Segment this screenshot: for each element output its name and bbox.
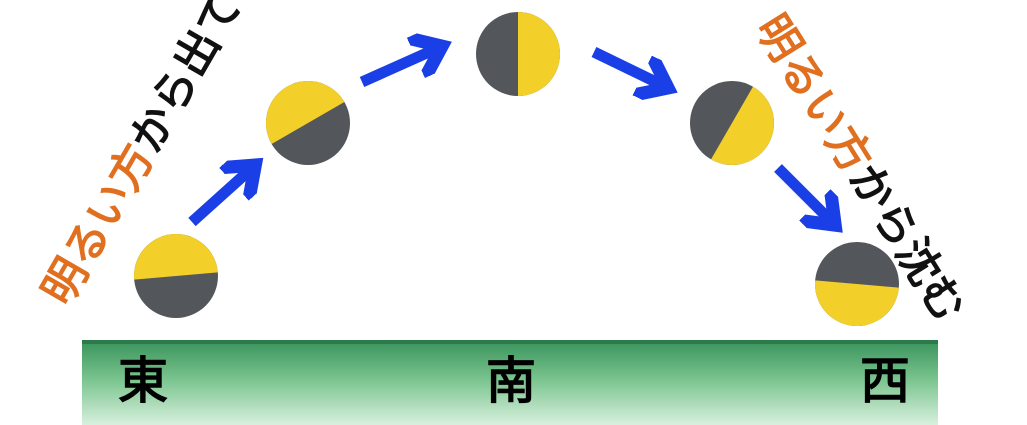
arrow-2 [359,48,438,88]
direction-east: 東 [118,352,168,410]
direction-south: 南 [486,352,536,410]
moon-rising-east [134,234,218,318]
moon-climbing [266,81,350,165]
moon-descending [690,81,774,165]
moon-setting-west [815,242,899,326]
moon-climbing-lit-half [266,81,345,144]
arrow-3 [591,47,664,86]
moon-descending-lit-half [711,86,774,165]
arrow-4 [774,164,832,222]
moon-rising-east-lit-half [134,234,218,280]
moon-south-lit-half [518,12,560,96]
moon-setting-west-lit-half [815,280,899,326]
moon-south [476,12,560,96]
direction-west: 西 [860,352,910,410]
arrow-1 [188,168,252,227]
ground-horizon [82,340,938,425]
